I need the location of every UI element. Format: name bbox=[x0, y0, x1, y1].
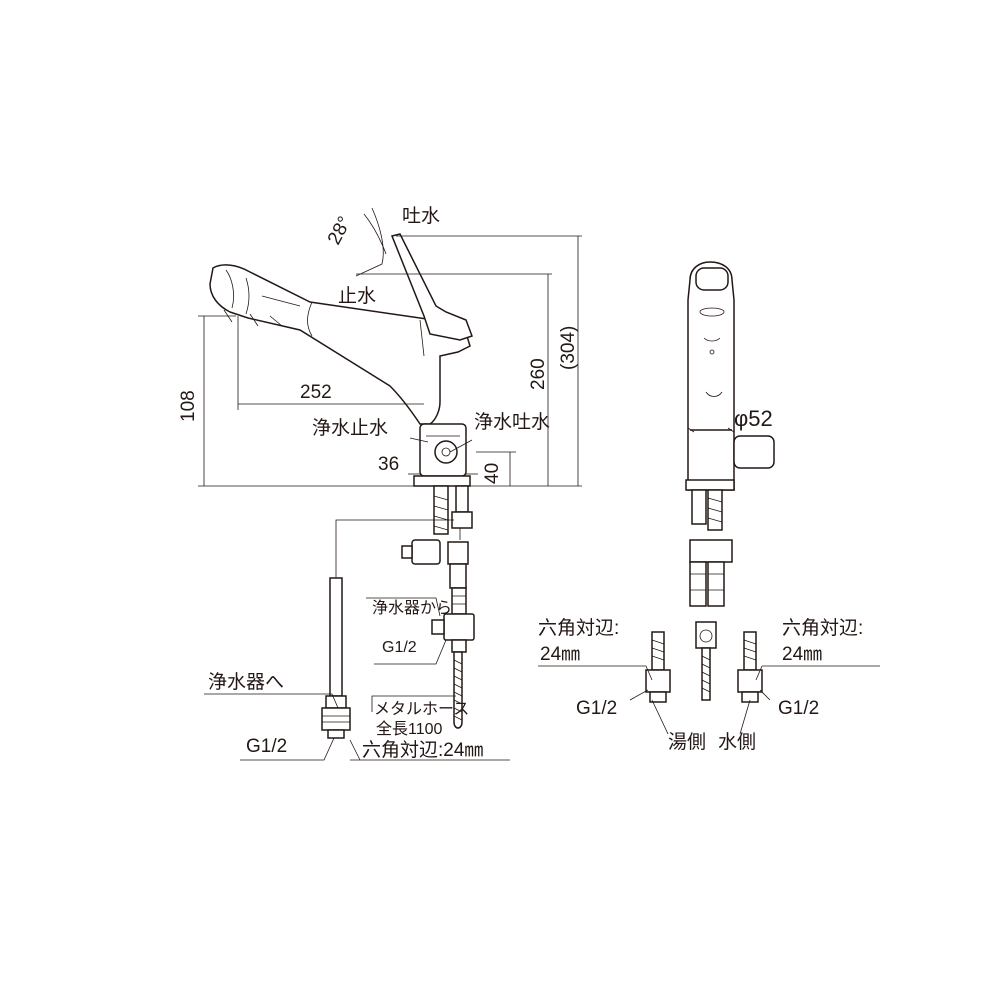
dimension-lines bbox=[198, 235, 582, 761]
side-view: 28° 吐水 止水 260 (304) 108 252 浄水止水 浄水吐水 36… bbox=[178, 205, 582, 761]
label-height-total: 260 bbox=[528, 358, 549, 390]
label-body-width: 36 bbox=[378, 454, 399, 475]
label-purified-spout: 浄水吐水 bbox=[474, 411, 550, 433]
lever-open-outline bbox=[355, 207, 384, 277]
label-base-height: 40 bbox=[482, 463, 503, 484]
label-hose-length: 全長1100 bbox=[376, 720, 443, 738]
front-dot bbox=[709, 349, 715, 355]
label-thread-right: G1/2 bbox=[778, 698, 819, 719]
label-metal-hose: メタルホース bbox=[374, 700, 469, 718]
label-height-overall: (304) bbox=[558, 326, 579, 370]
label-hex-left-2: 24㎜ bbox=[540, 644, 580, 665]
front-leaders bbox=[538, 665, 880, 735]
label-to-purifier: 浄水器へ bbox=[208, 671, 284, 693]
front-mark-2 bbox=[705, 391, 723, 397]
label-height-spout: 108 bbox=[178, 390, 199, 422]
label-cold-side: 水側 bbox=[718, 731, 756, 753]
purifier-line bbox=[321, 519, 454, 739]
label-hot-side: 湯側 bbox=[668, 731, 706, 753]
label-hex-left-1: 六角対辺: bbox=[538, 617, 619, 639]
label-reach: 252 bbox=[300, 382, 332, 403]
front-piping bbox=[645, 489, 763, 703]
lever-angle-arc bbox=[363, 213, 387, 255]
front-switch bbox=[733, 435, 775, 469]
label-hex-right-1: 六角対辺: bbox=[782, 617, 863, 639]
front-nozzle bbox=[699, 307, 725, 317]
front-flange bbox=[685, 479, 735, 491]
base-flange bbox=[413, 475, 471, 487]
front-head bbox=[695, 267, 729, 291]
label-diameter: φ52 bbox=[734, 406, 773, 431]
spout-body bbox=[209, 264, 471, 425]
label-purified-stop: 浄水止水 bbox=[312, 417, 388, 439]
label-spout: 吐水 bbox=[402, 205, 440, 227]
label-to-thread: G1/2 bbox=[246, 736, 287, 757]
label-hex-size: 六角対辺:24㎜ bbox=[362, 739, 483, 761]
front-view: φ52 六角対辺: 24㎜ 六角対辺: 24㎜ G1/2 G1/2 湯側 水側 bbox=[538, 261, 880, 753]
label-angle: 28° bbox=[324, 213, 356, 248]
label-stop: 止水 bbox=[338, 285, 376, 307]
switch-knob bbox=[434, 440, 458, 464]
label-hex-right-2: 24㎜ bbox=[782, 644, 822, 665]
label-from-purifier: 浄水器から bbox=[372, 599, 452, 617]
lever bbox=[390, 233, 473, 341]
front-body bbox=[687, 261, 735, 491]
under-counter-piping bbox=[401, 485, 475, 729]
front-mark-1 bbox=[703, 337, 721, 342]
label-thread-left: G1/2 bbox=[576, 698, 617, 719]
label-from-thread: G1/2 bbox=[382, 639, 417, 656]
spout-seam bbox=[307, 301, 425, 357]
